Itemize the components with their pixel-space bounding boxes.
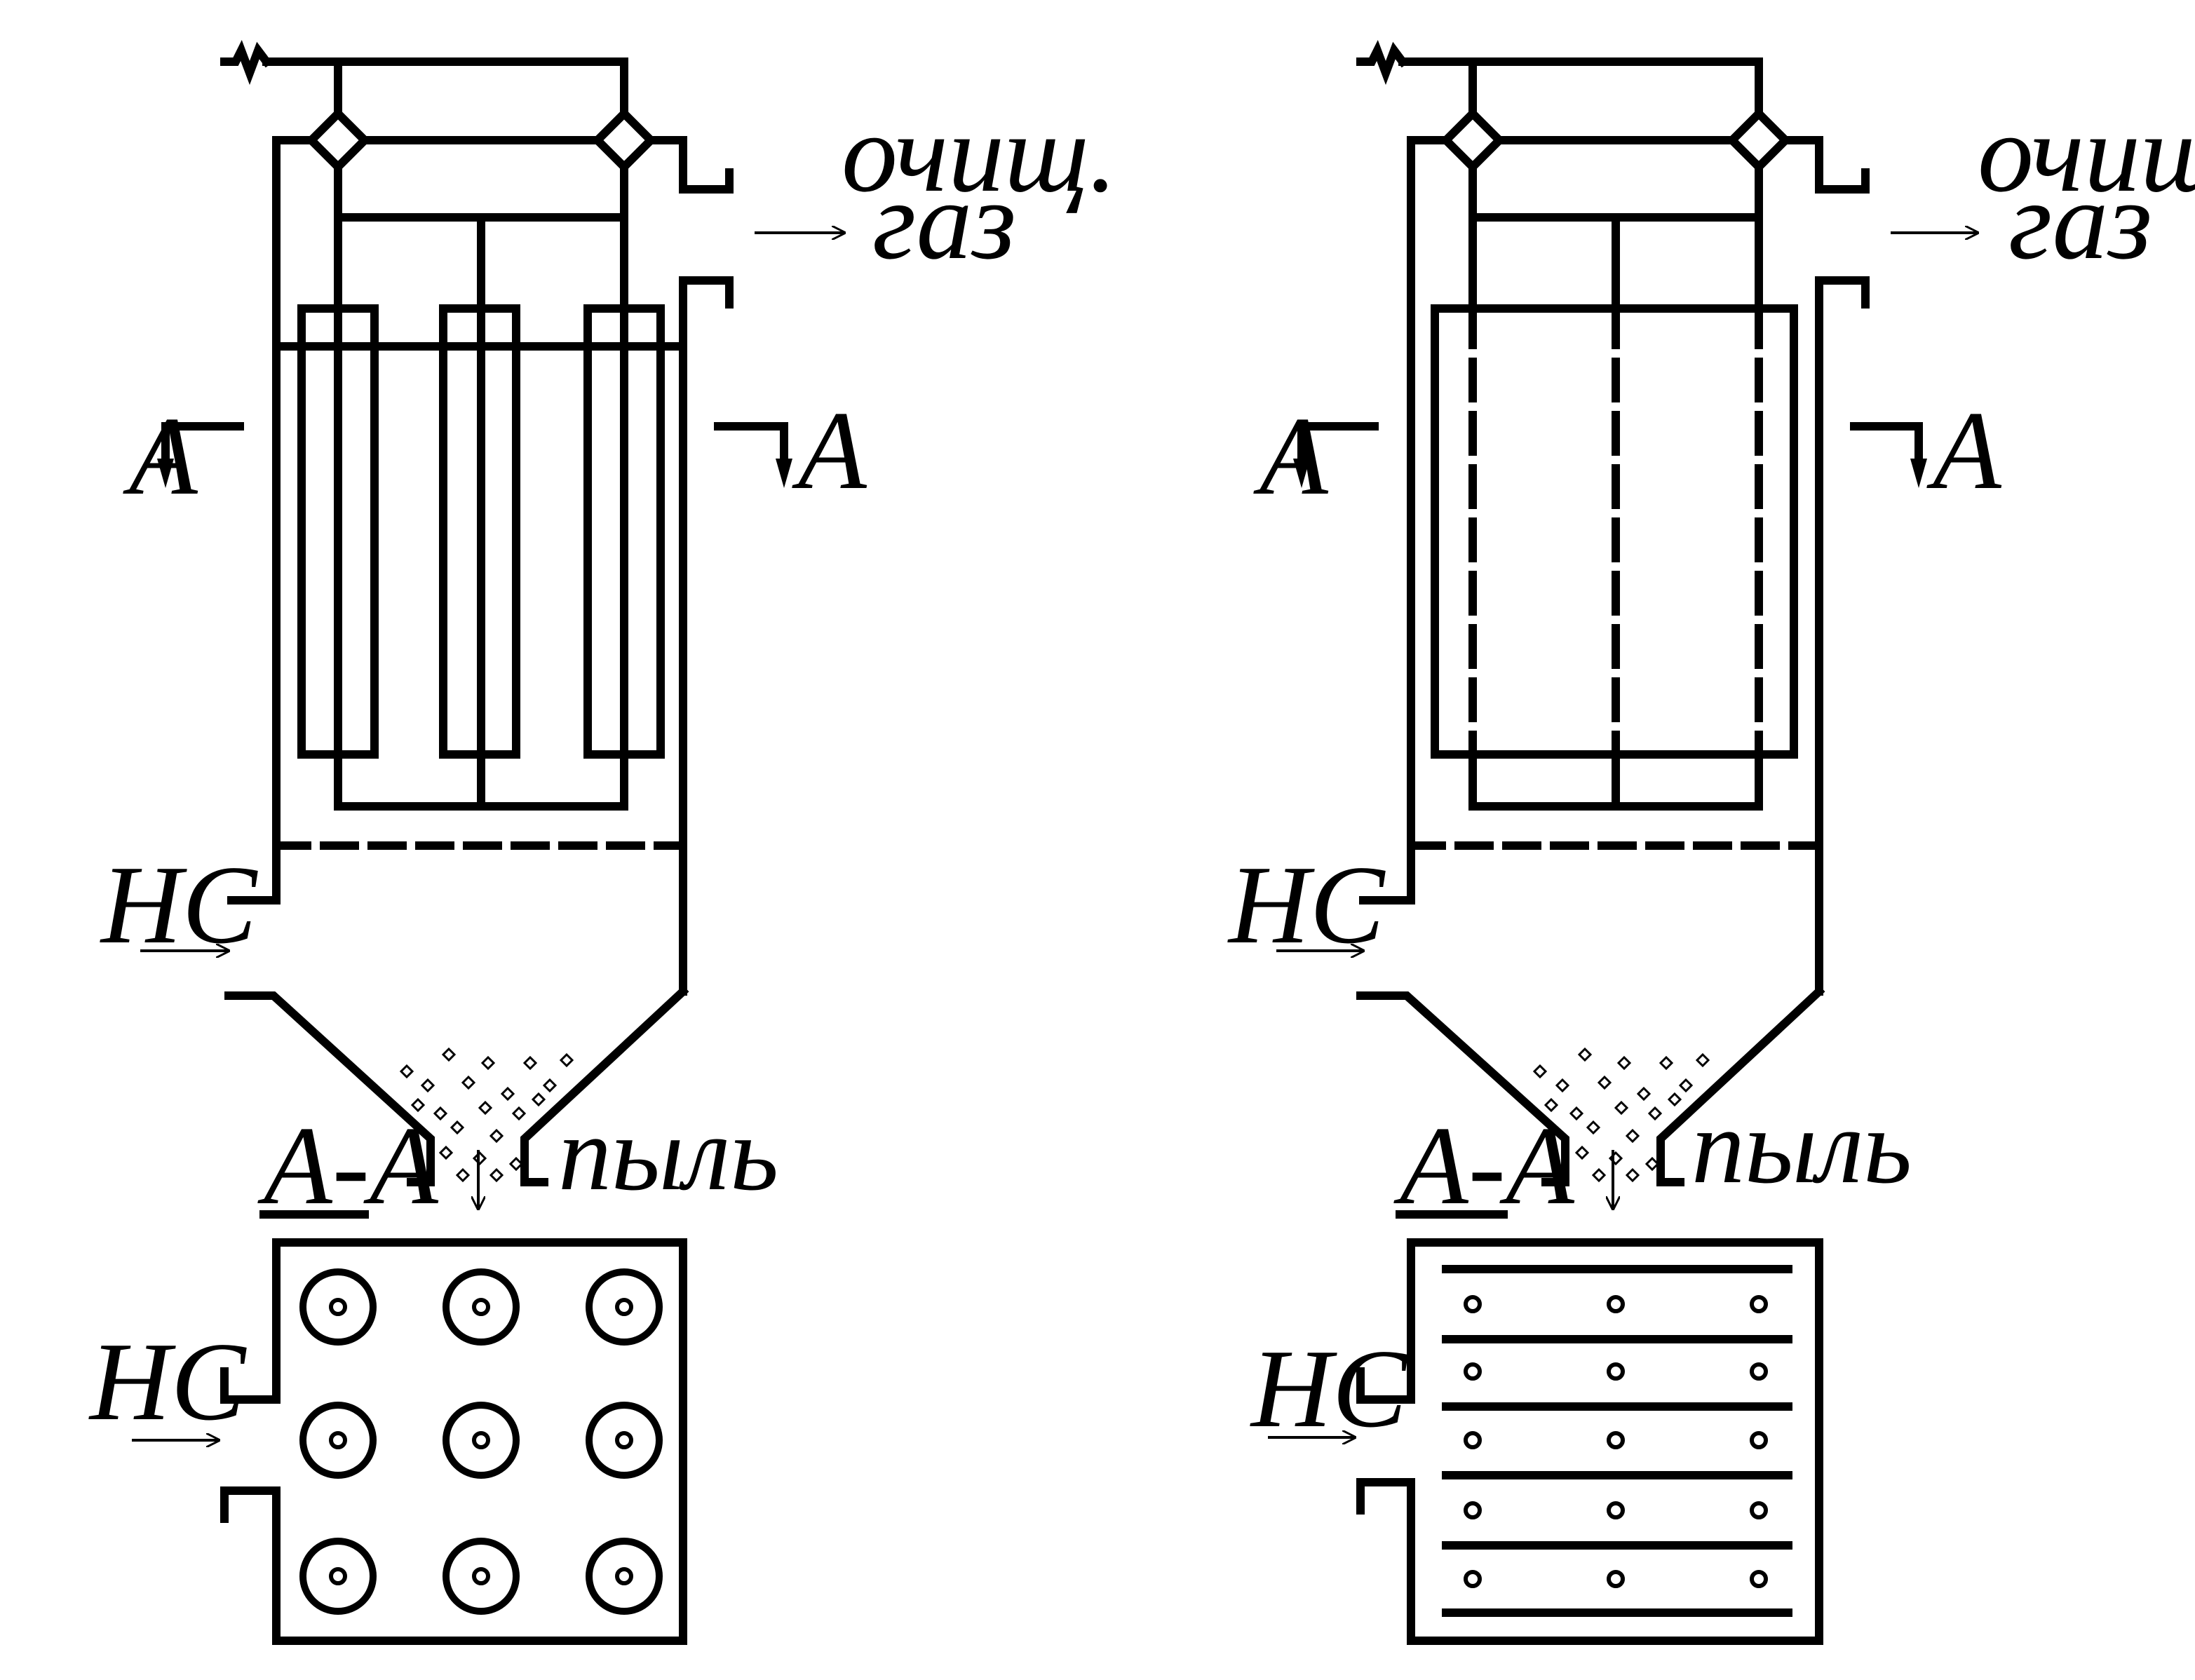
tube-circle [443,1538,520,1615]
section-mark-label: А [792,388,867,513]
tube-circle [299,1268,377,1346]
section-mark-label: А [1926,388,2002,513]
plate-precipitator: очищ. газ А А НС пыль А-А НС [1227,40,2195,1645]
electrode-dot [329,1567,347,1585]
housing-left-wall [227,136,281,905]
hv-bus [1468,57,1763,119]
clean-gas-label: газ [872,158,1016,283]
clean-gas-label: газ [2008,158,2152,283]
section-mark-right [1850,422,1923,463]
dust-label: пыль [1691,1088,1912,1205]
ground-zigzag-icon [220,40,273,86]
section-inlet-top [1356,1367,1415,1404]
section-inlet-bottom [220,1486,281,1523]
insulator-icon [305,107,371,173]
electrode-dot [615,1567,633,1585]
dust-gas-label: НС [88,1319,248,1444]
tube-circle [586,1538,663,1615]
housing-right-wall [679,276,734,996]
section-housing [272,1238,687,1645]
tube-circle [443,1402,520,1479]
dust-label: пыль [558,1095,778,1212]
hopper-left [224,991,435,1186]
section-mark-left [1297,422,1379,463]
section-mark-right [714,422,788,463]
section-mark-label: А [123,393,198,518]
dust-gas-label: НС [1250,1326,1409,1451]
arrow-icon [157,459,174,488]
insulator-icon [1440,107,1506,173]
electrode-dot [329,1431,347,1449]
tube-circle [586,1268,663,1346]
section-mark-left [161,422,244,463]
electrode-dot [472,1567,490,1585]
electrode-dot [329,1298,347,1316]
tube-cross-sections [299,1268,663,1615]
arrow-icon [1910,459,1927,488]
electrode-dot [472,1298,490,1316]
electrode-dot [615,1298,633,1316]
clean-gas-label: очищ. [842,90,1117,215]
clean-gas-outlet-lower [1815,136,1870,194]
section-inlet-top [220,1367,281,1404]
hopper-right [1656,985,1825,1186]
dust-particles [399,1047,574,1183]
clean-gas-outlet-lower [679,136,734,194]
housing-right-wall [1815,276,1870,996]
arrow-icon [776,459,792,488]
wire-electrodes [1464,1295,1768,1588]
section-housing [1407,1238,1823,1645]
section-mark-label: А [1253,393,1329,518]
tube-precipitator: очищ. газ А А НС пыль А-А НС [88,40,1117,1645]
dust-particles [1532,1047,1710,1183]
dust-gas-label: НС [1227,842,1386,967]
tube-circle [299,1538,377,1615]
insulator-icon [1726,107,1792,173]
dust-gas-label: НС [100,842,259,967]
arrow-icon [1293,459,1310,488]
section-title: А-А [1393,1103,1575,1228]
tube-circle [443,1268,520,1346]
section-title: А-А [257,1103,439,1228]
insulator-icon [591,107,657,173]
clean-gas-label: очищ. [1978,90,2195,215]
hopper-right [520,985,689,1186]
housing-left-wall [1359,136,1415,905]
tube-circle [299,1402,377,1479]
electrode-dot [472,1431,490,1449]
tube-circle [586,1402,663,1479]
electrode-dot [615,1431,633,1449]
ground-zigzag-icon [1356,40,1409,86]
section-inlet-bottom [1356,1478,1415,1515]
collecting-plates [1442,1265,1792,1617]
hopper-left [1356,991,1569,1186]
hv-bus [334,57,628,119]
